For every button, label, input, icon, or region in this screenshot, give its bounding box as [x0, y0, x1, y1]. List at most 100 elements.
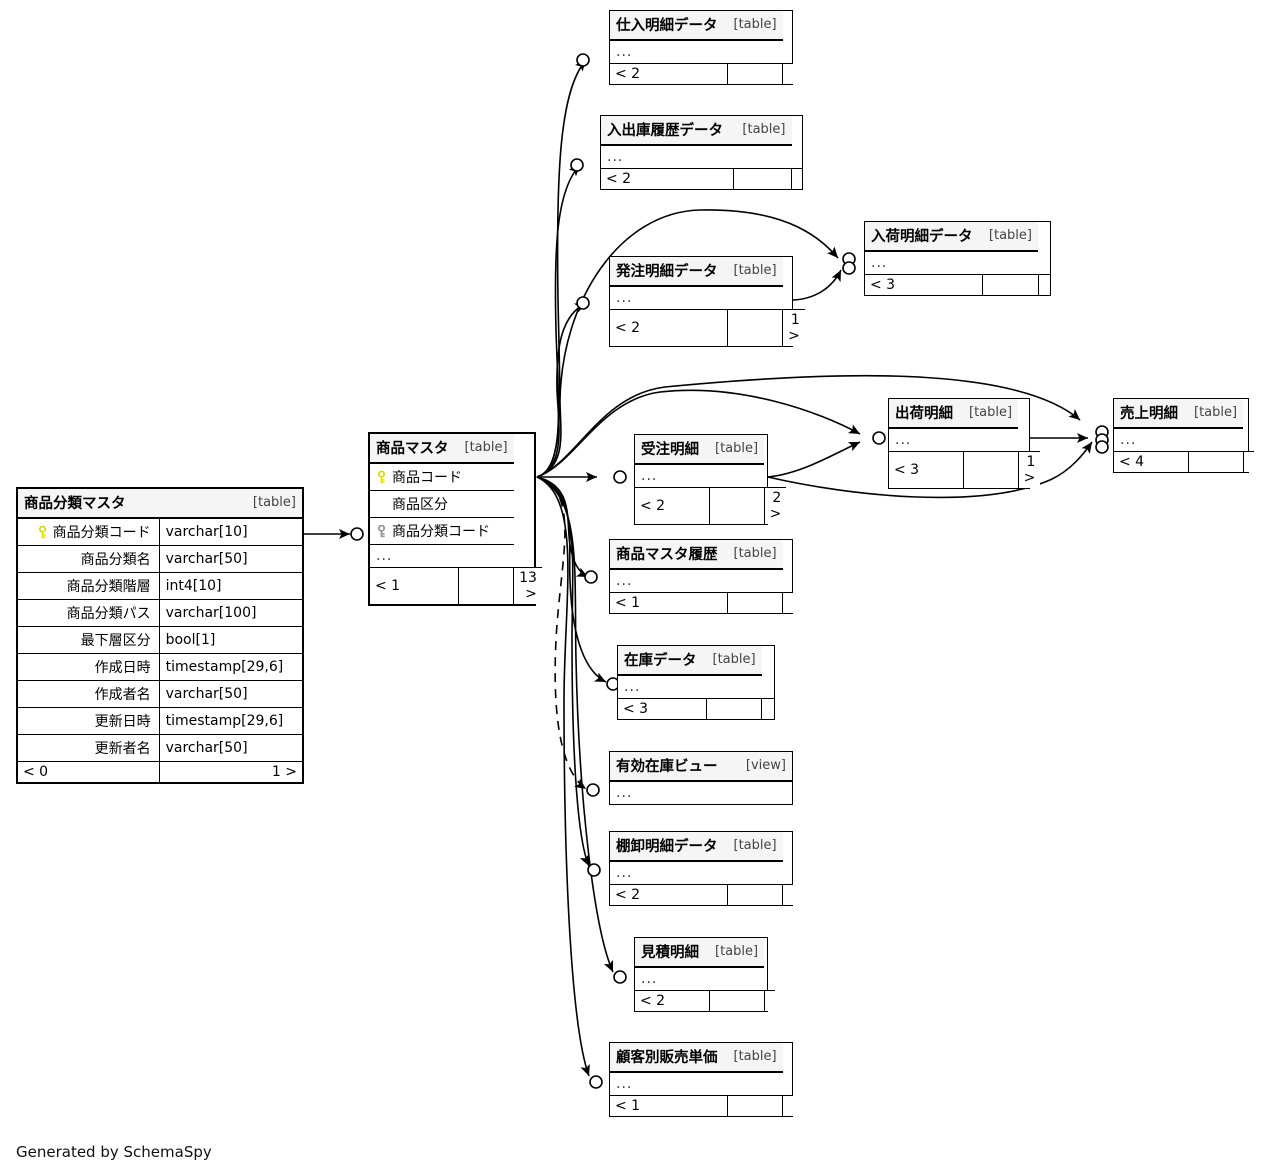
footer-parent-count: < 3 [889, 451, 964, 488]
footer-parent-count: < 2 [610, 63, 728, 84]
table-type-badge: [table] [727, 257, 783, 287]
footer-child-count [782, 884, 794, 905]
table-node-kokyakubetsu-tanka[interactable]: 顧客別販売単価 [table] ... < 1 [609, 1042, 794, 1117]
column-type: varchar[100] [159, 599, 302, 627]
columns-ellipsis: ... [1114, 428, 1244, 452]
table-node-hatchu-meisai[interactable]: 発注明細データ [table] ... < 2 1 > [609, 256, 805, 347]
column-name-cell: 作成者名 [18, 680, 160, 708]
table-row: ... [1114, 428, 1254, 452]
column-type: timestamp[29,6] [159, 653, 302, 681]
column-label: 商品分類パス [66, 606, 151, 622]
primary-key-icon [376, 470, 392, 486]
table-row: ... [865, 251, 1050, 275]
table-title: 仕入明細データ [610, 11, 728, 41]
footer-child-count [1243, 451, 1254, 472]
table-node-nyushukko-rireki[interactable]: 入出庫履歴データ [table] ... < 2 [600, 115, 803, 190]
table-node-uriage-meisai[interactable]: 売上明細 [table] ... < 4 [1113, 398, 1254, 473]
table-row[interactable]: 商品分類コード [370, 517, 542, 545]
table-header: 発注明細データ [table] [610, 257, 805, 287]
table-header: 商品マスタ履歴 [table] [610, 540, 793, 570]
table-row: ... [610, 286, 805, 310]
column-label: 作成日時 [94, 660, 151, 676]
table-footer: < 2 [635, 990, 775, 1011]
table-row[interactable]: 商品分類パス varchar[100] [18, 599, 302, 627]
table-footer: < 1 13 > [370, 567, 542, 604]
footer-parent-count: < 4 [1114, 451, 1189, 472]
table-node-shohin-master-rireki[interactable]: 商品マスタ履歴 [table] ... < 1 [609, 539, 794, 614]
table-node-shukka-meisai[interactable]: 出荷明細 [table] ... < 3 1 > [888, 398, 1041, 489]
table-node-mitsumori-meisai[interactable]: 見積明細 [table] ... < 2 [634, 937, 775, 1012]
table-row: ... [618, 675, 774, 699]
columns-ellipsis: ... [610, 1072, 783, 1096]
table-header: 入出庫履歴データ [table] [601, 116, 802, 146]
table-row[interactable]: 更新日時 timestamp[29,6] [18, 707, 302, 735]
columns-ellipsis: ... [610, 286, 783, 310]
column-label: 作成者名 [94, 687, 151, 703]
footer-parent-count: < 2 [610, 884, 728, 905]
table-row[interactable]: 商品区分 [370, 490, 542, 518]
table-title: 棚卸明細データ [610, 832, 728, 862]
table-footer: < 1 [610, 592, 794, 613]
column-label: 商品区分 [392, 497, 448, 513]
column-name-cell: 商品分類コード [370, 517, 514, 545]
table-type-badge: [table] [982, 222, 1038, 252]
table-title: 有効在庫ビュー [610, 752, 737, 782]
column-type: varchar[50] [159, 734, 302, 762]
table-node-juchu-meisai[interactable]: 受注明細 [table] ... < 2 2 > [634, 434, 787, 525]
footer-mid [458, 567, 515, 604]
footer-child-count: 1 > [1018, 451, 1041, 488]
column-name-cell: 商品分類コード [18, 518, 160, 546]
table-type-badge: [table] [727, 832, 783, 862]
footer-parent-count: < 3 [618, 698, 707, 719]
table-row[interactable]: 商品コード [370, 463, 542, 491]
footer-child-count [791, 168, 802, 189]
column-name-cell: 最下層区分 [18, 626, 160, 654]
footer-parent-count: < 2 [601, 168, 734, 189]
table-row[interactable]: 更新者名 varchar[50] [18, 734, 302, 762]
table-row: ... [610, 781, 792, 804]
footer-child-count: 2 > [764, 487, 787, 524]
columns-ellipsis: ... [865, 251, 1038, 275]
table-node-zaiko-data[interactable]: 在庫データ [table] ... < 3 [617, 645, 775, 720]
footer-mid [727, 884, 784, 905]
table-row[interactable]: 商品分類コード varchar[10] [18, 518, 302, 546]
table-footer: < 3 [865, 274, 1050, 295]
table-row: ... [610, 40, 793, 64]
table-footer: < 3 1 > [889, 451, 1041, 488]
table-title: 受注明細 [635, 435, 709, 465]
table-footer: < 2 2 > [635, 487, 787, 524]
footer-parent-count: < 1 [370, 567, 459, 604]
table-type-badge: [table] [709, 435, 765, 465]
table-node-shohin-master[interactable]: 商品マスタ [table] 商品コード 商品区分 商品分類コード ... < 1… [368, 432, 542, 606]
table-node-shiire-meisai[interactable]: 仕入明細データ [table] ... < 2 [609, 10, 794, 85]
generated-by-credit: Generated by SchemaSpy [16, 1143, 212, 1161]
table-type-badge: [table] [1188, 399, 1244, 429]
column-label: 商品分類コード [392, 524, 490, 540]
table-node-tanaoroshi-meisai[interactable]: 棚卸明細データ [table] ... < 2 [609, 831, 794, 906]
table-row[interactable]: 作成日時 timestamp[29,6] [18, 653, 302, 681]
table-node-shohin-bunrui-master[interactable]: 商品分類マスタ [table] 商品分類コード varchar[10] 商品分類… [16, 487, 304, 784]
footer-mid [1188, 451, 1244, 472]
table-row[interactable]: 作成者名 varchar[50] [18, 680, 302, 708]
table-node-nyuka-meisai[interactable]: 入荷明細データ [table] ... < 3 [864, 221, 1051, 296]
footer-child-count [764, 990, 775, 1011]
table-row[interactable]: 商品分類名 varchar[50] [18, 545, 302, 573]
table-type-badge: [table] [159, 489, 302, 519]
table-row[interactable]: 商品分類階層 int4[10] [18, 572, 302, 600]
table-header: 棚卸明細データ [table] [610, 832, 793, 862]
view-node-yuko-zaiko[interactable]: 有効在庫ビュー [view] ... [609, 751, 793, 805]
table-row: ... [635, 967, 775, 991]
column-name-cell: 作成日時 [18, 653, 160, 681]
column-name-cell: 更新者名 [18, 734, 160, 762]
column-name-cell: 商品分類名 [18, 545, 160, 573]
table-row[interactable]: 最下層区分 bool[1] [18, 626, 302, 654]
table-footer: < 3 [618, 698, 774, 719]
footer-mid [963, 451, 1019, 488]
primary-key-icon [37, 525, 53, 541]
columns-ellipsis: ... [889, 428, 1019, 452]
footer-child-count [782, 63, 794, 84]
column-label: 更新日時 [94, 714, 151, 730]
table-type-badge: [table] [733, 116, 792, 146]
table-footer: < 2 [610, 63, 794, 84]
